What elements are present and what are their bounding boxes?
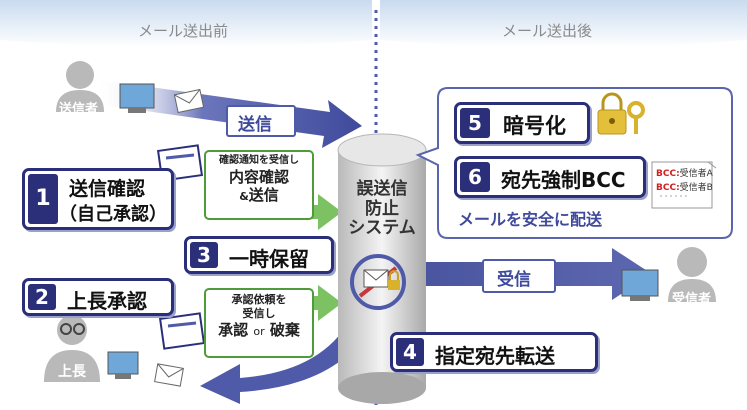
- approve-notice-line1: 承認依頼を: [231, 293, 287, 306]
- blocked-mail-icon: [350, 254, 406, 310]
- step-6-forced-bcc: 6 宛先強制BCC: [454, 156, 646, 198]
- discard-word: 破棄: [269, 320, 300, 339]
- confirm-notice-line1: 確認通知を受信し: [219, 155, 299, 166]
- step-3-label: 一時保留: [229, 247, 309, 271]
- approve-notice-box: 承認依頼を 受信し 承認 or 破棄: [204, 288, 314, 358]
- sender-label: 送信者: [59, 102, 99, 117]
- bcc-tag-1: BCC:: [656, 169, 680, 179]
- bcc-name-1: 受信者A: [679, 169, 713, 179]
- key-icon: [627, 101, 645, 134]
- confirm-notice-line2: 内容確認: [228, 167, 289, 186]
- receive-label-box: 受信: [482, 259, 556, 293]
- supervisor-person-icon: [44, 315, 100, 382]
- system-label-line3: システム: [348, 218, 416, 239]
- step-2-supervisor-approval: 2 上長承認: [22, 278, 174, 316]
- step-2-number: 2: [28, 284, 56, 310]
- supervisor-label: 上長: [58, 364, 86, 380]
- approve-or: or: [253, 324, 265, 338]
- send-label: 送信: [238, 115, 272, 135]
- approve-word: 承認: [218, 320, 249, 339]
- bcc-envelope-icon: [651, 161, 717, 209]
- envelope-icon-forward: [154, 363, 184, 387]
- receiver-person-icon: [668, 247, 716, 302]
- step-4-number: 4: [396, 338, 424, 366]
- secure-delivery-caption: メールを安全に配送: [458, 210, 603, 229]
- bcc-row-1: BCC:受信者A: [656, 166, 713, 179]
- section-title-after: メール送出後: [502, 22, 593, 40]
- step-1-label-line2: （自己承認）: [59, 204, 167, 225]
- receive-label: 受信: [497, 270, 531, 290]
- green-arrow-confirm: [300, 194, 342, 230]
- confirm-notice-box: 確認通知を受信し 内容確認 &送信: [204, 150, 314, 220]
- confirm-amp: &: [239, 190, 249, 204]
- bcc-row-2: BCC:受信者B: [656, 180, 713, 193]
- receiver-monitor-icon: [621, 269, 659, 301]
- forward-arrow: [200, 320, 372, 404]
- bcc-name-2: 受信者B: [679, 183, 713, 193]
- step-1-number: 1: [28, 174, 58, 224]
- step-4-label: 指定宛先転送: [435, 344, 555, 368]
- approve-notice-line3: 承認 or 破棄: [206, 321, 312, 340]
- approve-notice-line2: 受信し: [242, 306, 276, 320]
- document-icon-approve: [158, 312, 206, 350]
- section-header-after: [380, 0, 747, 48]
- section-header-before: [0, 0, 372, 48]
- supervisor-monitor-icon: [107, 351, 139, 379]
- step-1-label-line1: 送信確認: [69, 178, 146, 200]
- envelope-icon-sender: [173, 88, 205, 114]
- padlock-icon: [597, 92, 627, 135]
- step-3-temporary-hold: 3 一時保留: [184, 236, 334, 274]
- confirm-notice-line3: &送信: [206, 186, 312, 205]
- system-label: 誤送信 防止 システム: [340, 179, 424, 239]
- receiver-label: 受信者: [672, 292, 712, 307]
- section-title-before: メール送出前: [138, 22, 229, 40]
- step-1-self-approval: 1 送信確認 （自己承認）: [22, 168, 174, 230]
- system-label-line2: 防止: [365, 198, 399, 219]
- send-label-box: 送信: [226, 105, 296, 137]
- step-5-number: 5: [460, 108, 490, 138]
- step-6-label: 宛先強制BCC: [501, 168, 626, 192]
- step-5-label: 暗号化: [503, 114, 566, 138]
- step-2-label: 上長承認: [67, 289, 147, 313]
- green-arrow-approve: [302, 285, 342, 321]
- sender-monitor-icon: [119, 83, 155, 113]
- step-4-forward: 4 指定宛先転送: [390, 332, 598, 372]
- step-5-encryption: 5 暗号化: [454, 102, 590, 144]
- system-label-line1: 誤送信: [356, 179, 408, 199]
- bcc-tag-2: BCC:: [656, 183, 680, 193]
- step-3-number: 3: [190, 242, 218, 268]
- sender-person-icon: [56, 61, 104, 112]
- step-6-number: 6: [460, 162, 490, 192]
- confirm-send: 送信: [248, 186, 279, 205]
